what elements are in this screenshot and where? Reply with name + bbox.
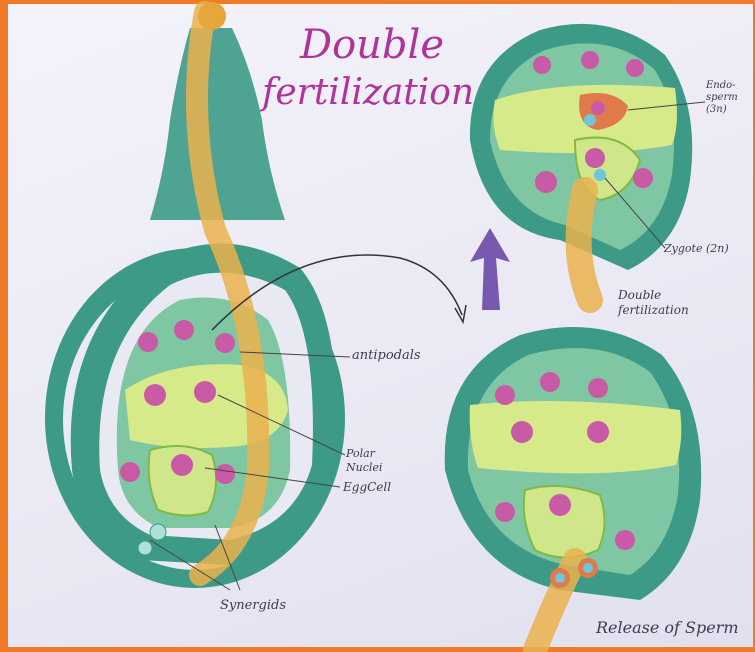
label-endosperm: Endo- sperm (3n) — [706, 80, 748, 116]
title-line-1: Double — [300, 22, 444, 68]
label-zygote: Zygote (2n) — [664, 242, 729, 255]
label-release-of-sperm: Release of Sperm — [596, 618, 739, 637]
title-line-2: fertilization — [262, 72, 474, 113]
purple-up-arrow — [470, 228, 510, 310]
label-synergids: Synergids — [220, 598, 286, 613]
label-double-fertilization: Double fertilization — [618, 288, 728, 318]
label-egg-cell: EggCell — [343, 480, 391, 494]
bottom-right-ovule — [445, 327, 701, 650]
label-antipodals: antipodals — [352, 348, 421, 363]
label-polar-nuclei: Polar Nuclei — [346, 447, 394, 475]
